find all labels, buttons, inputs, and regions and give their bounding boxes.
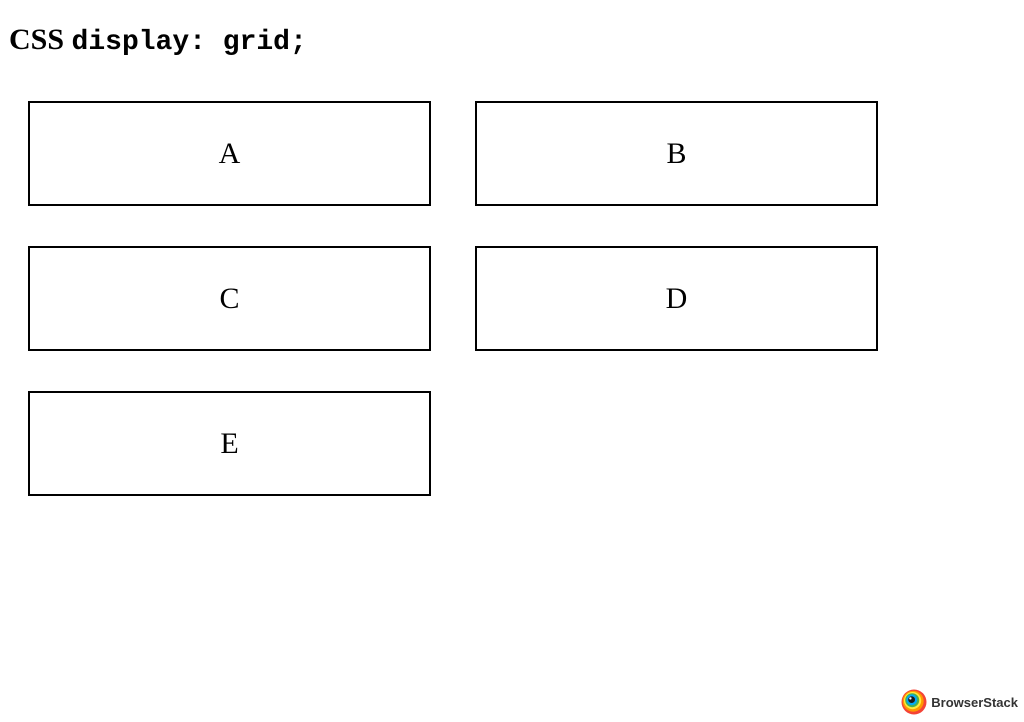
grid-item-e: E: [28, 391, 431, 496]
grid-item-b: B: [475, 101, 878, 206]
grid-item-d: D: [475, 246, 878, 351]
browserstack-watermark: BrowserStack: [901, 689, 1018, 715]
title-prefix: CSS: [9, 23, 65, 56]
grid-container: A B C D E: [28, 101, 878, 496]
title-code: display: grid;: [71, 27, 307, 58]
browserstack-label: BrowserStack: [931, 694, 1018, 710]
grid-item-c: C: [28, 246, 431, 351]
grid-item-a: A: [28, 101, 431, 206]
browserstack-logo-icon: [901, 689, 927, 715]
page-title: CSS display: grid;: [9, 22, 307, 61]
